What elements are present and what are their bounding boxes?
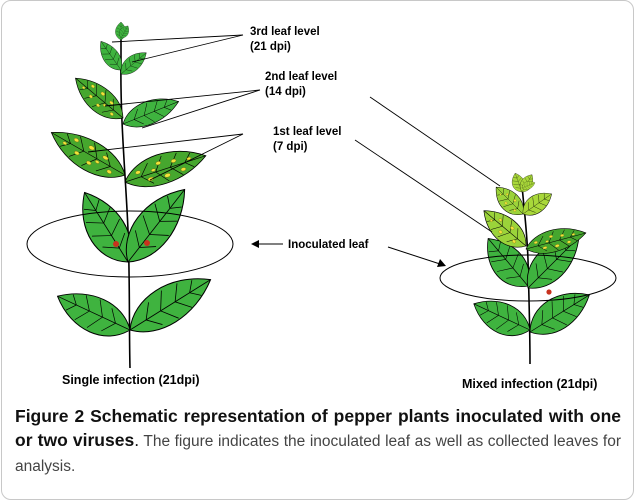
right-bottom-leaf-left: [467, 291, 536, 344]
single-infection-label: Single infection (21dpi): [62, 373, 200, 387]
left-bottom-leaf-right: [120, 263, 220, 345]
leaf1-dpi-label: (7 dpi): [273, 141, 308, 153]
arrow-head-left: [251, 240, 259, 248]
left-bottom-leaf-left: [50, 281, 137, 347]
inoculation-spot: [144, 240, 150, 246]
right-bottom-leaf-right: [521, 281, 597, 345]
left-leaf2-right: [118, 90, 182, 134]
leaf1-label: 1st leaf level: [273, 126, 341, 138]
figure-caption: Figure 2 Schematic representation of pep…: [15, 404, 621, 478]
leaf2-dpi-label: (14 dpi): [265, 86, 306, 98]
mixed-infection-label: Mixed infection (21dpi): [462, 377, 597, 391]
left-leaf1-left: [43, 120, 132, 188]
mixed-infection-plant: [440, 171, 616, 364]
inoculation-spot: [546, 289, 551, 294]
pepper-plant-diagram: 3rd leaf level (21 dpi) 2nd leaf level (…: [0, 0, 636, 400]
inoculated-leaf-label: Inoculated leaf: [288, 239, 369, 251]
leaf3-label: 3rd leaf level: [250, 26, 320, 38]
left-leaf1-right: [120, 141, 210, 196]
leaf2-label: 2nd leaf level: [265, 71, 337, 83]
single-infection-plant: [27, 22, 233, 368]
leaf3-dpi-label: (21 dpi): [250, 41, 291, 53]
inoculation-spot: [113, 241, 119, 247]
